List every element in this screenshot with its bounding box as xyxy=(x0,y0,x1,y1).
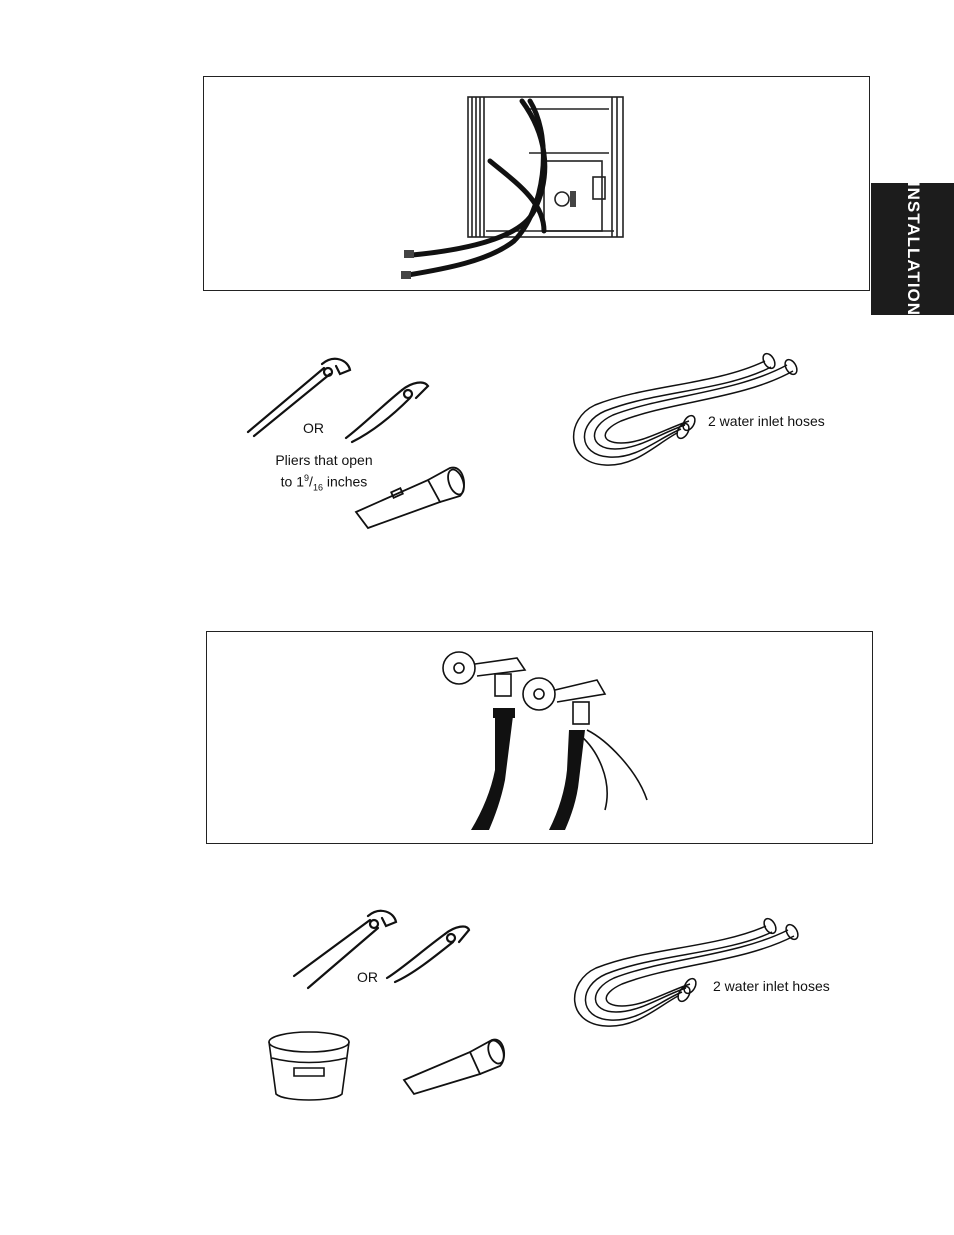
tool-or-label-1: OR xyxy=(303,419,324,437)
channel-lock-pliers-icon xyxy=(383,920,473,986)
flashlight-icon xyxy=(352,460,470,532)
faucet-hose-connection-illustration xyxy=(437,640,667,840)
faucet-hose-illustration-frame xyxy=(206,631,873,844)
pliers-caption-denominator: 16 xyxy=(313,482,323,492)
flashlight-icon xyxy=(400,1032,508,1100)
washer-rear-illustration-frame xyxy=(203,76,870,291)
section-side-tab: INSTALLATION xyxy=(871,183,954,315)
section-side-tab-label: INSTALLATION xyxy=(903,182,923,316)
water-inlet-hoses-icon xyxy=(566,912,816,1036)
pliers-caption-numerator: 9 xyxy=(304,473,309,483)
water-inlet-hoses-icon xyxy=(565,345,815,475)
hoses-label-2: 2 water inlet hoses xyxy=(713,977,830,995)
washer-rear-with-hoses-illustration xyxy=(394,91,634,291)
hoses-label-1: 2 water inlet hoses xyxy=(708,412,825,430)
bucket-icon xyxy=(264,1028,354,1102)
slip-joint-pliers-icon xyxy=(244,350,354,440)
tool-or-label-2: OR xyxy=(357,968,378,986)
pliers-caption-prefix: to 1 xyxy=(281,474,304,490)
channel-lock-pliers-icon xyxy=(342,376,432,446)
